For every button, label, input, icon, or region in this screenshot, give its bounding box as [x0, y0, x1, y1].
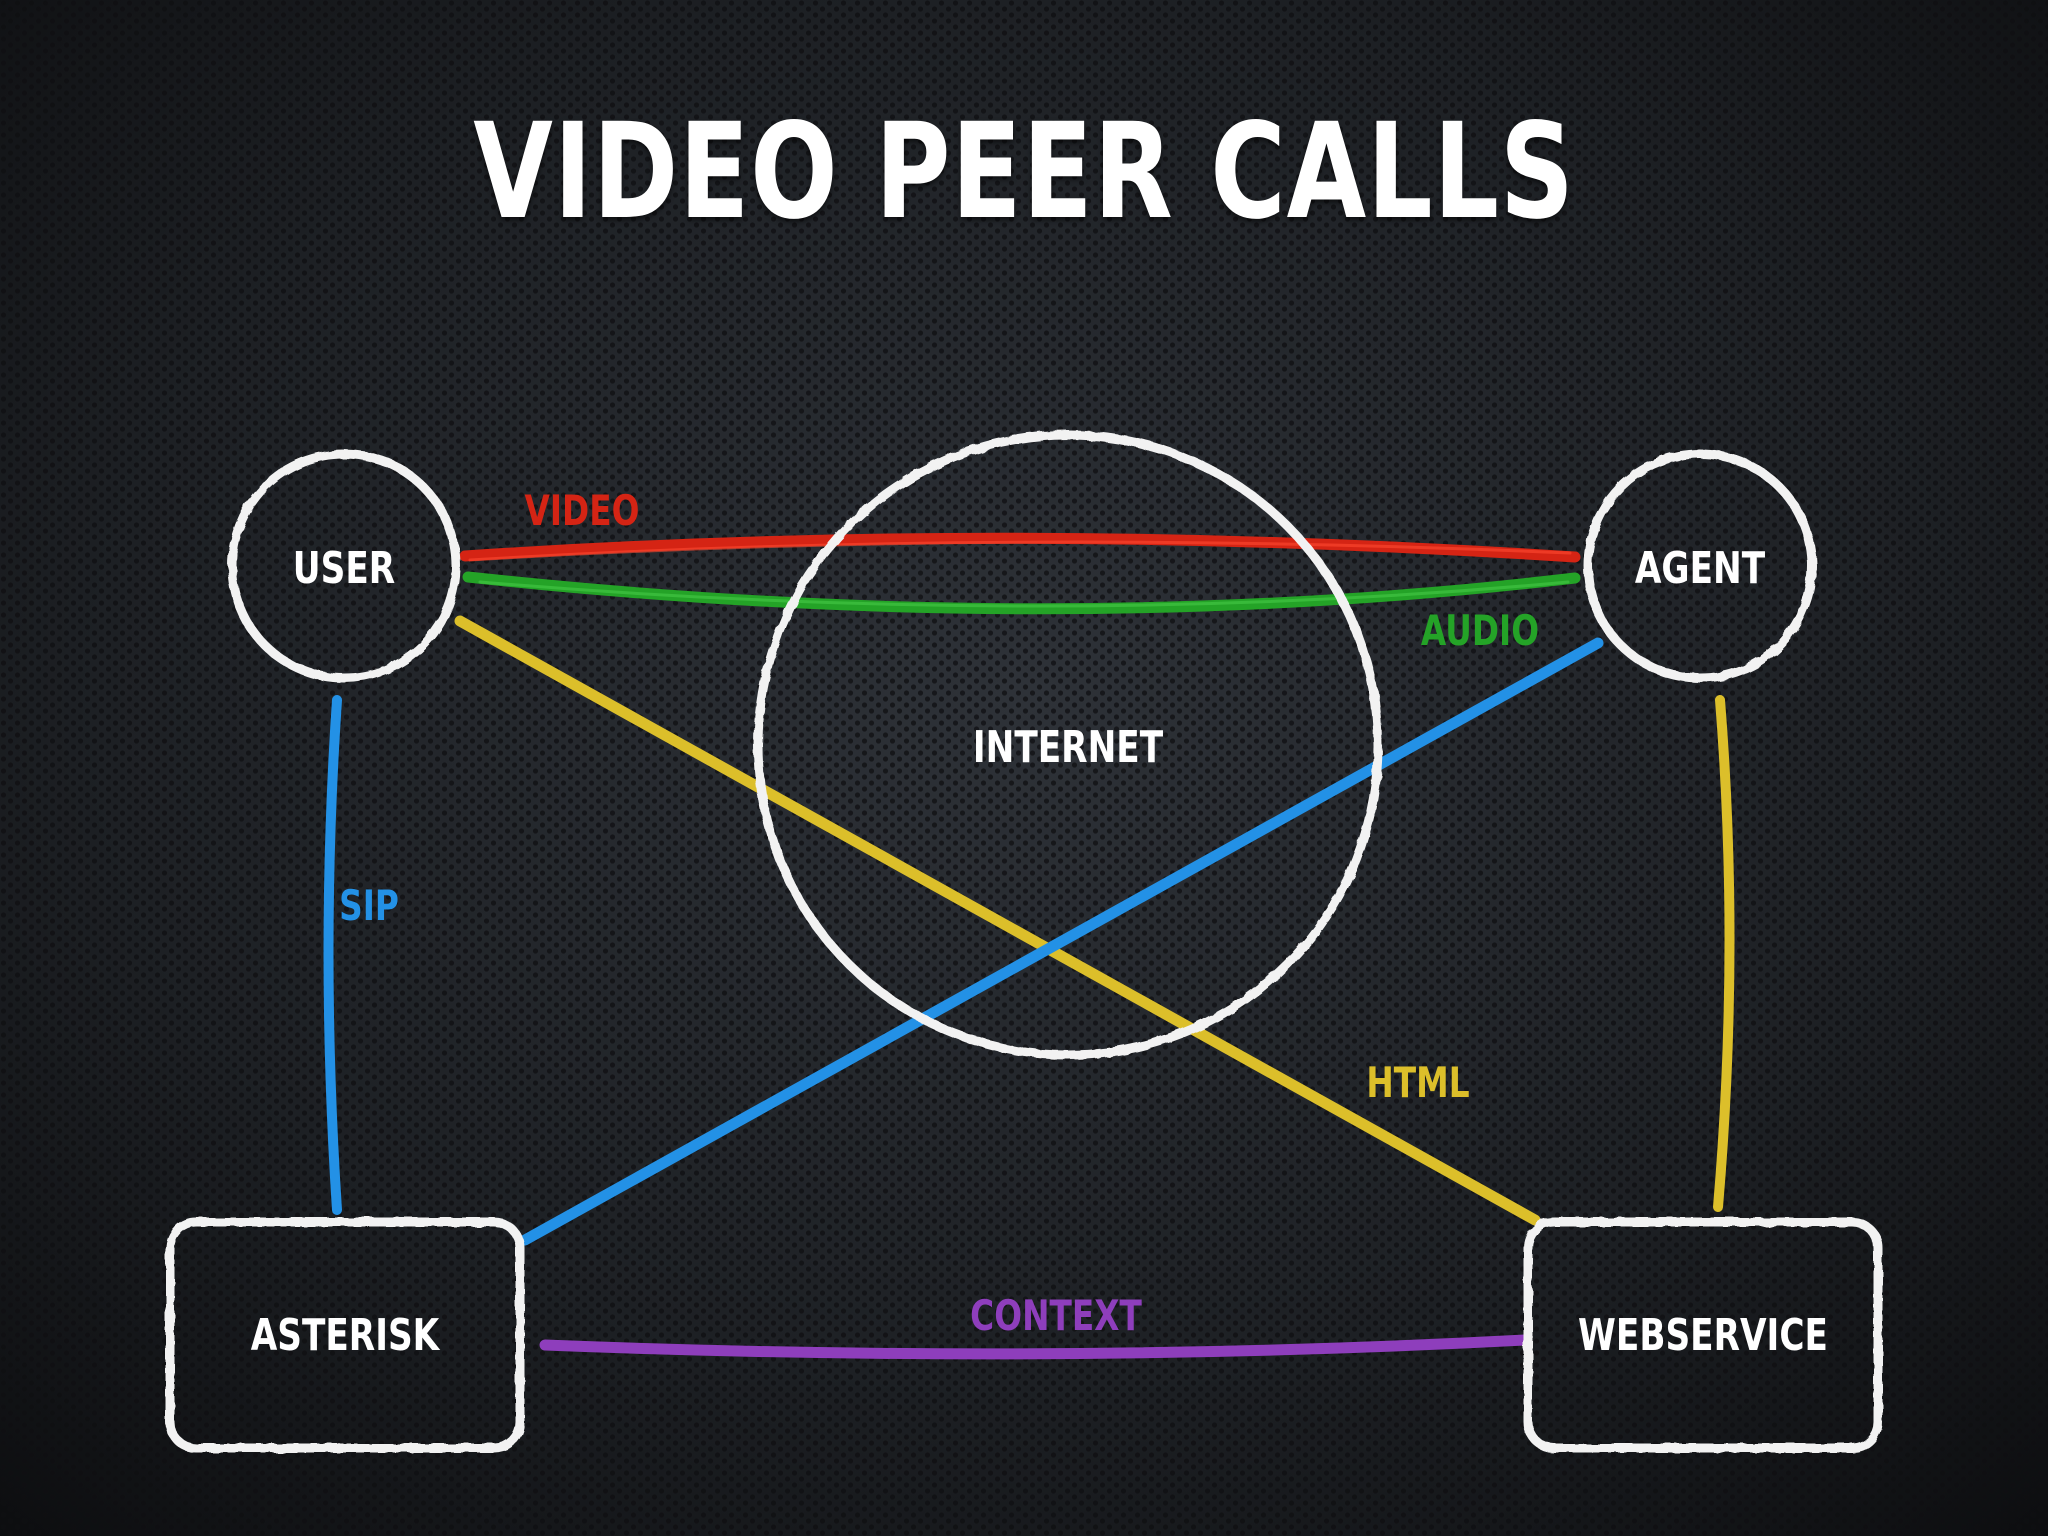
context-connection	[539, 1334, 1531, 1360]
video-link-label: VIDEO	[525, 486, 640, 535]
html-link-label: HTML	[1366, 1058, 1469, 1107]
webservice-label: WEBSERVICE	[1578, 1310, 1828, 1361]
page-title: VIDEO PEER CALLS	[473, 95, 1575, 249]
webservice-node	[1523, 1217, 1883, 1453]
nodes	[165, 430, 1883, 1453]
link-labels: VIDEO AUDIO SIP HTML CONTEXT	[339, 486, 1539, 1340]
agent-label: AGENT	[1635, 543, 1765, 594]
context-link-label: CONTEXT	[970, 1291, 1142, 1340]
video-connection-stroke	[468, 540, 1572, 562]
user-node	[227, 449, 461, 683]
internet-node	[753, 430, 1383, 1060]
asterisk-label: ASTERISK	[251, 1310, 441, 1361]
node-labels: USER AGENT INTERNET ASTERISK WEBSERVICE	[251, 543, 1828, 1361]
agent-node	[1583, 449, 1817, 683]
audio-link-label: AUDIO	[1421, 606, 1539, 655]
sip-connection-agent	[519, 637, 1604, 1246]
html-connection-user	[454, 615, 1541, 1226]
asterisk-node	[165, 1217, 525, 1453]
connections	[323, 532, 1735, 1360]
html-connection-agent	[1713, 695, 1735, 1212]
internet-label: INTERNET	[973, 722, 1163, 773]
user-label: USER	[293, 543, 395, 594]
audio-connection-stroke	[478, 580, 1570, 608]
sip-link-label: SIP	[339, 881, 399, 930]
sip-connection	[323, 695, 342, 1215]
